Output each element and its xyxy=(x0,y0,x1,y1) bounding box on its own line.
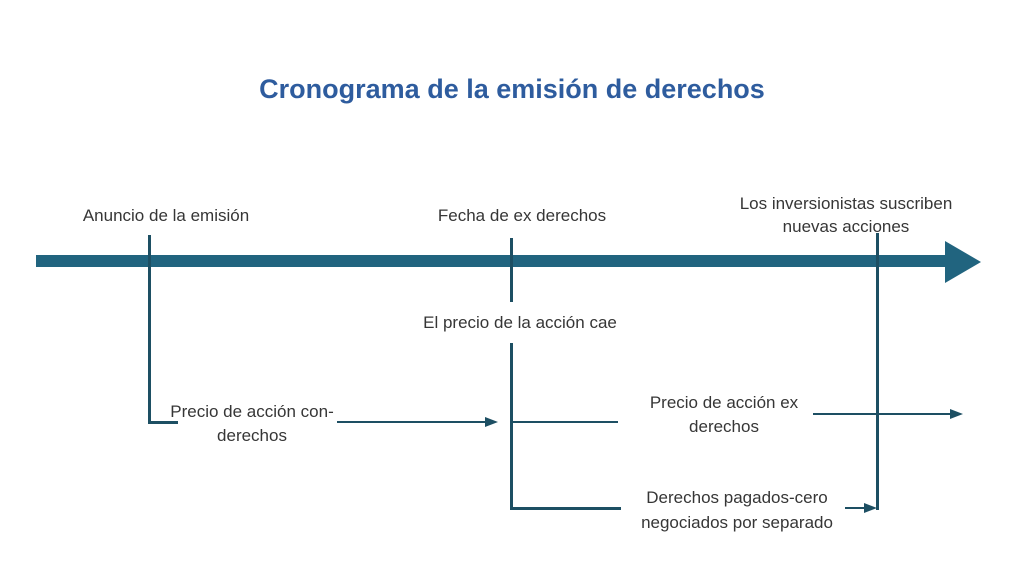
timeline-arrow-bar xyxy=(36,255,947,267)
annotation-cum-rights-price: Precio de acción con-derechos xyxy=(170,402,334,445)
tick-investors xyxy=(876,233,879,510)
cum-rights-arrow-shaft xyxy=(337,420,485,424)
tick-ex-rights-upper xyxy=(510,238,513,302)
milestone-label-announcement: Anuncio de la emisión xyxy=(82,206,250,225)
rights-traded-arrow-shaft xyxy=(845,506,864,510)
ex-rights-arrow-shaft xyxy=(813,412,950,416)
milestone-label-ex-rights-date: Fecha de ex derechos xyxy=(437,206,607,225)
annotation-rights-traded: Derechos pagados-cero negociados por sep… xyxy=(641,488,833,532)
ex-rights-connector-line xyxy=(511,420,618,424)
tick-ex-rights-lower xyxy=(510,343,513,510)
elbow-announcement xyxy=(148,421,178,424)
ex-rights-arrowhead-icon xyxy=(950,408,963,419)
timeline-arrowhead-icon xyxy=(945,241,981,283)
elbow-rights-traded xyxy=(510,507,621,510)
cum-rights-arrowhead-icon xyxy=(485,416,498,427)
annotation-price-falls: El precio de la acción cae xyxy=(423,313,617,332)
tick-announcement xyxy=(148,235,151,424)
rights-traded-arrowhead-icon xyxy=(864,502,877,513)
page-title: Cronograma de la emisión de derechos xyxy=(259,74,765,104)
annotation-ex-rights-price: Precio de acción ex derechos xyxy=(649,393,799,436)
milestone-label-investors-subscribe: Los inversionistas suscriben nuevas acci… xyxy=(739,194,953,236)
